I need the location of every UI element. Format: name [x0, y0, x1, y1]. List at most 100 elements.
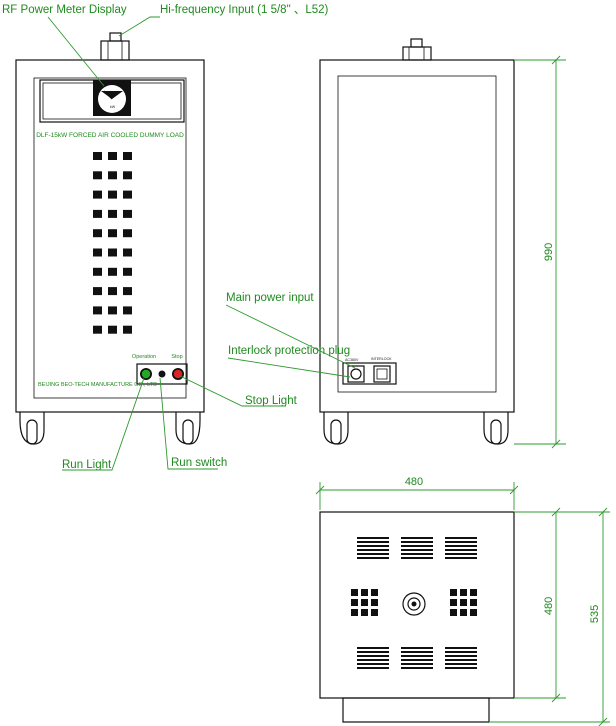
- grid-hole: [371, 609, 378, 616]
- grid-hole: [470, 609, 477, 616]
- dimension-height: 990: [543, 243, 555, 261]
- vent-hole: [93, 209, 102, 218]
- vent-hole: [123, 267, 132, 276]
- vent-slot: [357, 647, 389, 649]
- control-panel: [136, 363, 188, 385]
- vent-hole: [108, 152, 117, 160]
- vent-slot: [445, 553, 477, 555]
- callout-run-light: Run Light: [62, 459, 112, 471]
- grid-hole: [361, 609, 368, 616]
- vent-hole: [123, 152, 132, 160]
- rf-connector-icon: [100, 32, 130, 61]
- interlock-plug-icon[interactable]: [373, 365, 391, 383]
- vent-hole: [108, 325, 117, 334]
- rear-connector-box: [342, 362, 397, 385]
- power-socket-icon[interactable]: [347, 365, 365, 383]
- grid-hole: [460, 599, 467, 606]
- vent-slot: [357, 537, 389, 539]
- grid-hole: [450, 599, 457, 606]
- vent-slot: [357, 655, 389, 657]
- caster-wheel-icon: [175, 412, 201, 445]
- vent-hole: [123, 229, 132, 238]
- vent-hole: [123, 171, 132, 180]
- vent-slot: [357, 667, 389, 669]
- vent-slot: [445, 667, 477, 669]
- vent-slot: [445, 541, 477, 543]
- vent-hole: [123, 248, 132, 257]
- grid-hole: [371, 599, 378, 606]
- vent-slot: [357, 663, 389, 665]
- dimension-total-depth: 535: [589, 605, 601, 623]
- vent-slot: [401, 549, 433, 551]
- grid-hole: [470, 589, 477, 596]
- stop-light-icon[interactable]: [172, 368, 184, 380]
- callout-hf-input: Hi-frequency Input (1 5/8" 、L52): [160, 4, 329, 16]
- vent-slot: [401, 557, 433, 559]
- vent-hole: [93, 190, 102, 199]
- vent-hole: [93, 287, 102, 296]
- callout-run-switch: Run switch: [171, 457, 227, 469]
- callout-rf-meter: RF Power Meter Display: [2, 4, 127, 16]
- vent-hole: [108, 190, 117, 199]
- vent-hole: [108, 229, 117, 238]
- vent-hole: [123, 325, 132, 334]
- vent-hole: [93, 171, 102, 180]
- grid-hole: [351, 609, 358, 616]
- vent-hole: [93, 267, 102, 276]
- vent-slot: [357, 549, 389, 551]
- vent-slot: [445, 663, 477, 665]
- vent-slot: [445, 549, 477, 551]
- vent-slot: [401, 647, 433, 649]
- vent-slot: [445, 557, 477, 559]
- grid-hole: [460, 609, 467, 616]
- grid-hole: [371, 589, 378, 596]
- operation-label: Operation: [132, 354, 156, 360]
- vent-slot: [445, 659, 477, 661]
- front-view: kW DLF-15kW FORCED AIR COOLED DUMMY LOAD…: [15, 32, 205, 445]
- grid-hole: [351, 589, 358, 596]
- vent-slot: [445, 651, 477, 653]
- front-panel: [33, 77, 187, 399]
- top-vent-grids: [351, 589, 477, 616]
- vent-hole: [108, 267, 117, 276]
- dimension-lines: 990 480 480 535: [315, 55, 610, 726]
- top-cabinet: [319, 511, 515, 699]
- vent-hole: [123, 306, 132, 315]
- grid-hole: [361, 589, 368, 596]
- svg-text:kW: kW: [110, 105, 116, 109]
- vent-slot: [357, 659, 389, 661]
- interlock-label: INTERLOCK: [371, 357, 392, 361]
- callout-interlock: Interlock protection plug: [228, 345, 350, 357]
- vent-hole: [93, 325, 102, 334]
- vent-slot: [445, 655, 477, 657]
- grid-hole: [460, 589, 467, 596]
- vent-hole: [108, 171, 117, 180]
- back-view: AC380V INTERLOCK: [319, 38, 515, 445]
- vent-hole: [123, 209, 132, 218]
- grid-hole: [361, 599, 368, 606]
- grid-hole: [351, 599, 358, 606]
- run-switch-icon[interactable]: [158, 370, 166, 378]
- run-light-icon[interactable]: [140, 368, 152, 380]
- callouts: RF Power Meter Display Hi-frequency Inpu…: [2, 4, 356, 471]
- vent-hole: [108, 248, 117, 257]
- vent-hole: [123, 190, 132, 199]
- vent-hole: [93, 229, 102, 238]
- top-view: [319, 511, 515, 723]
- vent-slot: [401, 659, 433, 661]
- rf-meter-gauge-icon: kW: [93, 80, 131, 116]
- vent-slot: [445, 537, 477, 539]
- vent-hole: [93, 152, 102, 160]
- vent-hole: [93, 248, 102, 257]
- vent-slot: [357, 557, 389, 559]
- callout-stop-light: Stop Light: [245, 395, 298, 407]
- grid-hole: [470, 599, 477, 606]
- caster-wheel-icon: [323, 412, 349, 445]
- vent-slot: [401, 541, 433, 543]
- base-plate: [342, 697, 490, 723]
- vent-hole: [108, 306, 117, 315]
- vent-slot: [401, 655, 433, 657]
- vent-slot: [401, 545, 433, 547]
- top-vent-slots: [357, 537, 477, 669]
- stop-label: Stop: [171, 354, 182, 360]
